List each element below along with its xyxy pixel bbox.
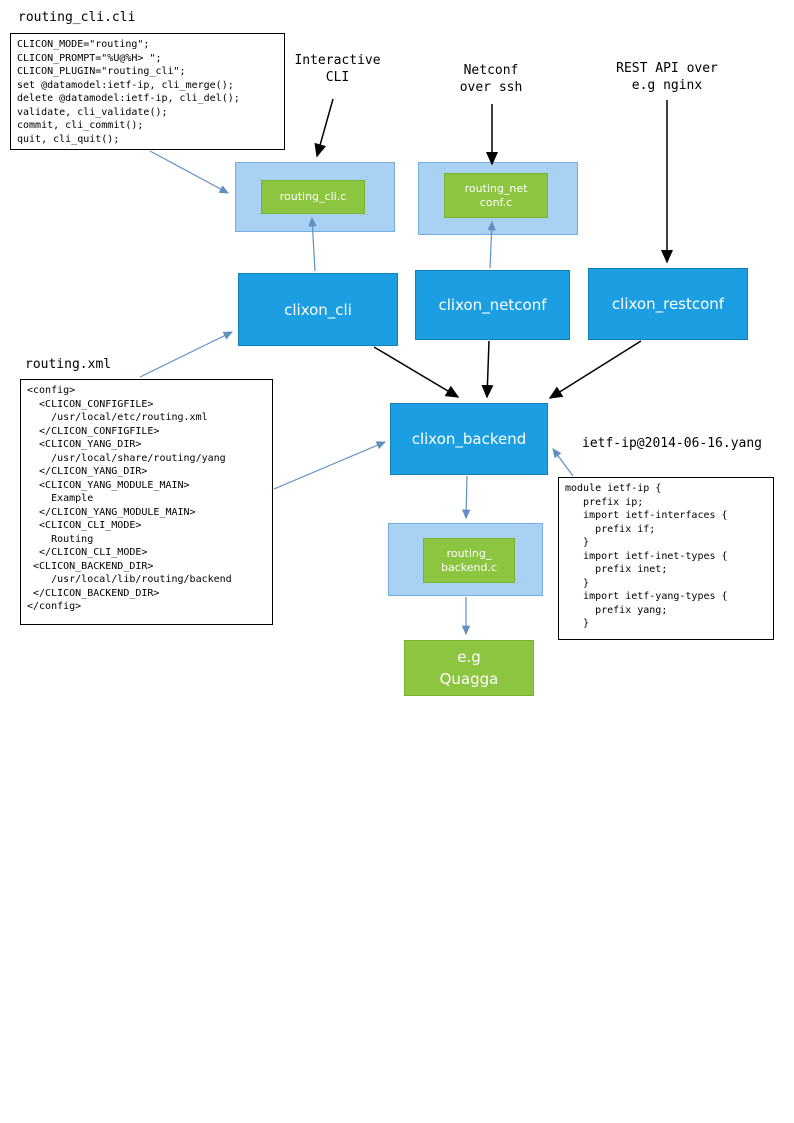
routing-netconf-plugin-container: routing_net conf.c [418, 162, 578, 235]
arrow-clixon-netconf-to-backend [481, 340, 494, 399]
routing-cli-file-label: routing_cli.cli [18, 10, 136, 25]
routing-xml-code-box: <config> <CLICON_CONFIGFILE> /usr/local/… [20, 379, 273, 625]
interactive-cli-label: Interactive CLI [294, 53, 381, 85]
arrow-backend-to-routing-backend-c [462, 475, 471, 520]
arrow-xml-file-to-backend [273, 441, 387, 490]
routing-netconf-c-node: routing_net conf.c [444, 173, 548, 218]
rest-api-label: REST API over e.g nginx [616, 61, 718, 93]
clixon-cli-node: clixon_cli [238, 273, 398, 346]
arrow-interactive-cli-to-routing-cli-c [314, 98, 334, 158]
routing-cli-code-box: CLICON_MODE="routing"; CLICON_PROMPT="%U… [10, 33, 285, 150]
arrow-yang-file-to-backend [552, 448, 574, 477]
ietf-ip-yang-code-box: module ietf-ip { prefix ip; import ietf-… [558, 477, 774, 640]
arrow-clixon-cli-to-backend [373, 346, 460, 398]
routing-cli-plugin-container: routing_cli.c [235, 162, 395, 232]
netconf-over-ssh-label: Netconf over ssh [459, 63, 523, 95]
clixon-restconf-node: clixon_restconf [588, 268, 748, 340]
quagga-node: e.g Quagga [404, 640, 534, 696]
routing-xml-file-label: routing.xml [25, 357, 112, 372]
ietf-ip-yang-file-label: ietf-ip@2014-06-16.yang [582, 436, 763, 451]
clixon-netconf-node: clixon_netconf [415, 270, 570, 340]
routing-cli-c-node: routing_cli.c [261, 180, 365, 214]
routing-backend-plugin-container: routing_ backend.c [388, 523, 543, 596]
arrow-xml-file-to-clixon-cli [139, 331, 234, 378]
routing-backend-c-node: routing_ backend.c [423, 538, 515, 583]
arrow-cli-file-to-routing-cli-c [149, 150, 230, 194]
arrow-clixon-restconf-to-backend [548, 340, 642, 399]
clixon-backend-node: clixon_backend [390, 403, 548, 475]
